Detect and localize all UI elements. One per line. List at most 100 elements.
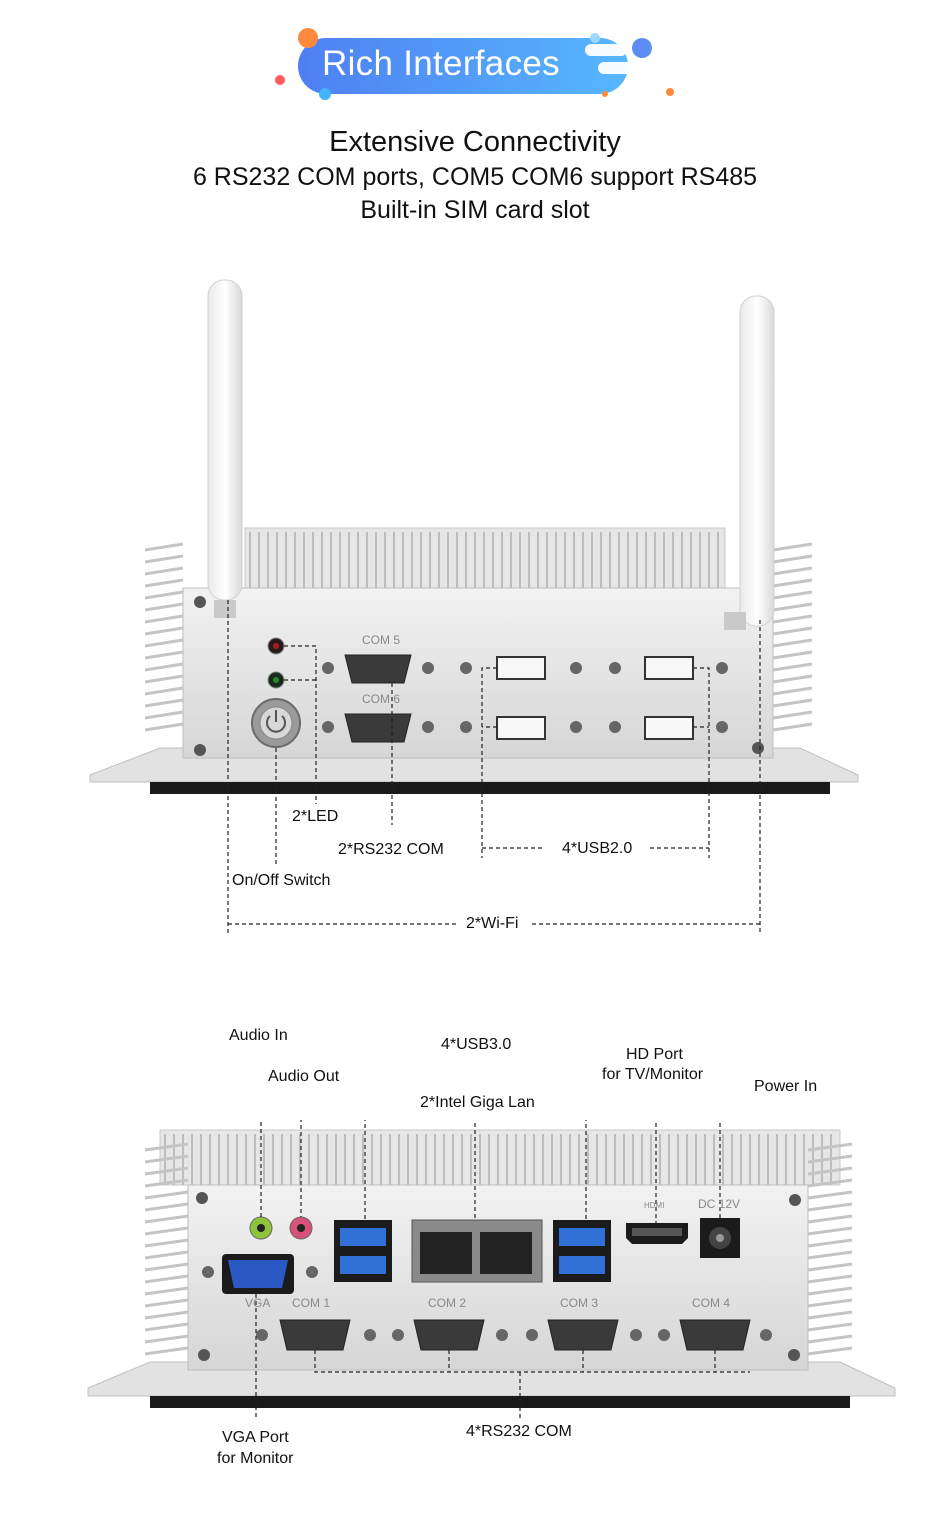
com5-port: [322, 654, 434, 684]
label-wifi: 2*Wi-Fi: [466, 915, 519, 932]
heatsink-fin: [772, 566, 813, 576]
heatsink-fin: [144, 1346, 189, 1356]
heatsink-fin: [772, 602, 813, 612]
banner-shape: [275, 28, 674, 100]
heatsink-fin: [772, 554, 813, 564]
heatsink-fin: [144, 1262, 189, 1272]
heatsink-fin: [144, 578, 184, 588]
heatsink-fin: [144, 1310, 189, 1320]
heatsink-fin: [144, 1154, 189, 1164]
heatsink-fin: [807, 1298, 853, 1308]
heatsink-fin: [144, 1226, 189, 1236]
heatsink-fin: [144, 1142, 189, 1152]
wifi-antenna-left: [207, 279, 243, 618]
label-vga-port-sub: for Monitor: [217, 1450, 294, 1467]
label-front-rs232: 2*RS232 COM: [338, 841, 444, 858]
heatsink-fin: [807, 1262, 853, 1272]
back-callout-lines: [255, 1120, 750, 1420]
heatsink-fin: [144, 650, 184, 660]
heatsink-fin: [144, 1334, 189, 1344]
com6-print: COM 6: [362, 692, 401, 706]
heading-line-3: Built-in SIM card slot: [360, 196, 590, 224]
heatsink-fin: [807, 1202, 853, 1212]
power-switch: [251, 698, 301, 748]
dc-power-jack: [700, 1218, 740, 1258]
wifi-antenna-right: [724, 295, 775, 630]
heatsink-fin: [144, 1286, 189, 1296]
heatsink-fin: [807, 1310, 853, 1320]
label-usb30: 4*USB3.0: [441, 1036, 512, 1053]
dc-print: DC 12V: [698, 1197, 741, 1211]
heatsink-fin: [772, 686, 813, 696]
label-led: 2*LED: [292, 808, 339, 825]
heatsink-fin: [144, 1274, 189, 1284]
com4-print: COM 4: [692, 1296, 731, 1310]
com3-print: COM 3: [560, 1296, 599, 1310]
label-usb20: 4*USB2.0: [562, 840, 633, 857]
com6-port: [322, 713, 434, 743]
heatsink-fin: [772, 638, 813, 648]
heatsink-fin: [772, 674, 813, 684]
heatsink-fin: [144, 554, 184, 564]
heatsink-fin: [144, 722, 184, 732]
heatsink-fin: [772, 590, 813, 600]
label-power-in: Power In: [754, 1078, 818, 1095]
label-hd-port: HD Port: [626, 1046, 683, 1063]
com2-print: COM 2: [428, 1296, 467, 1310]
heatsink-fin: [772, 662, 813, 672]
front-callout-lines: [227, 600, 761, 933]
heatsink-fin: [144, 1166, 189, 1176]
heatsink-fin: [144, 614, 184, 624]
lan-ports: [411, 1219, 543, 1283]
heatsink-fin: [144, 710, 184, 720]
label-audio-in: Audio In: [229, 1027, 288, 1044]
heatsink-fin: [807, 1226, 853, 1236]
hdmi-port: [626, 1223, 688, 1244]
heatsink-fin: [807, 1250, 853, 1260]
heatsink-fin: [807, 1334, 853, 1344]
heatsink-fin: [807, 1154, 853, 1164]
heatsink-fin: [772, 650, 813, 660]
heatsink-fin: [144, 590, 184, 600]
label-audio-out: Audio Out: [268, 1068, 340, 1085]
label-on-off-switch: On/Off Switch: [232, 872, 331, 889]
heatsink-fin: [144, 566, 184, 576]
heatsink-fin: [772, 698, 813, 708]
usb3-ports-left: [334, 1220, 392, 1282]
heatsink-fin: [772, 722, 813, 732]
heatsink-fin: [807, 1214, 853, 1224]
vga-print: VGA: [245, 1296, 271, 1310]
banner-title: Rich Interfaces: [322, 44, 560, 83]
heatsink-fin: [144, 1202, 189, 1212]
heatsink-fin: [144, 698, 184, 708]
heading-line-2: 6 RS232 COM ports, COM5 COM6 support RS4…: [192, 163, 758, 191]
front-panel-illustration: [89, 279, 859, 933]
heatsink-fin: [144, 1250, 189, 1260]
heatsink-fin: [144, 1190, 189, 1200]
heatsink-fin: [144, 1298, 189, 1308]
heatsink-fin: [772, 542, 813, 552]
heatsink-fin: [807, 1166, 853, 1176]
com1-4-ports: [279, 1319, 751, 1351]
heatsink-fin: [807, 1238, 853, 1248]
label-hd-port-sub: for TV/Monitor: [602, 1066, 704, 1083]
label-back-rs232: 4*RS232 COM: [466, 1423, 572, 1440]
heatsink-fin: [807, 1142, 853, 1152]
heatsink-fin: [772, 614, 813, 624]
heatsink-fin: [144, 542, 184, 552]
heatsink-fin: [807, 1178, 853, 1188]
back-panel-illustration: [87, 1120, 896, 1420]
heatsink-fin: [144, 662, 184, 672]
heading-title: Extensive Connectivity: [329, 126, 621, 158]
heatsink-fin: [144, 1214, 189, 1224]
vga-port: [202, 1254, 318, 1294]
heatsink-fin: [144, 1178, 189, 1188]
heatsink-fin: [772, 710, 813, 720]
usb3-ports-right: [553, 1220, 611, 1282]
heatsink-fin: [772, 626, 813, 636]
label-vga-port: VGA Port: [222, 1429, 289, 1446]
com5-print: COM 5: [362, 633, 401, 647]
hdmi-print: HDMI: [644, 1201, 665, 1210]
heatsink-fin: [144, 686, 184, 696]
label-intel-giga-lan: 2*Intel Giga Lan: [420, 1094, 535, 1111]
